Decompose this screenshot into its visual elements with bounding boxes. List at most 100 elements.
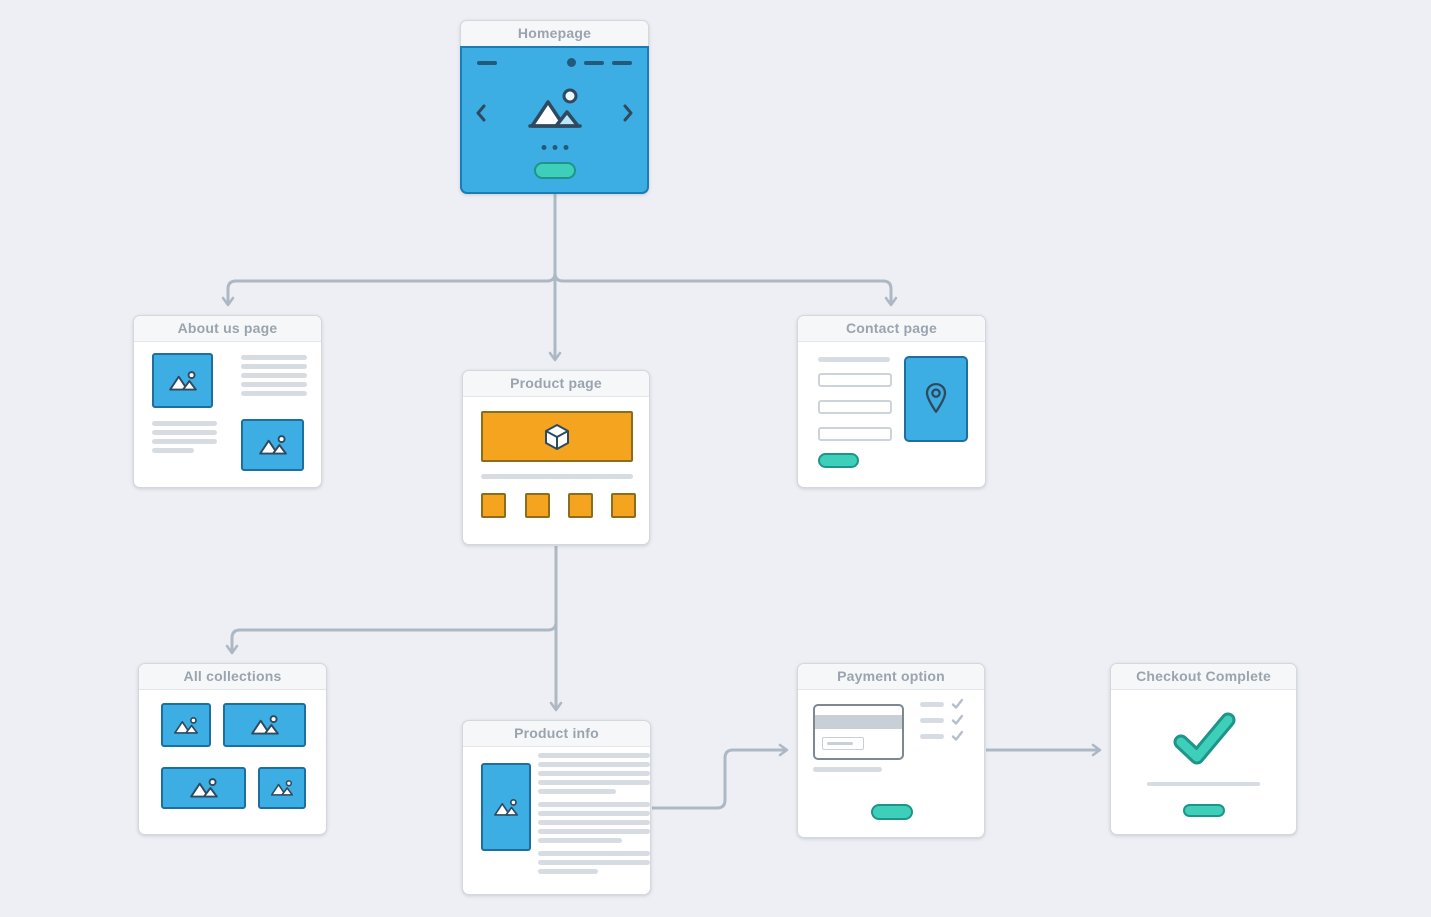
text-line	[241, 391, 307, 396]
node-title: Payment option	[798, 664, 984, 690]
text-line	[152, 430, 217, 435]
text-line	[481, 474, 633, 479]
text-line	[241, 382, 307, 387]
check-icon	[951, 698, 964, 709]
image-placeholder	[161, 767, 246, 809]
credit-card-icon	[813, 704, 904, 760]
form-field	[818, 427, 892, 441]
image-placeholder	[223, 703, 306, 747]
node-title: Checkout Complete	[1111, 664, 1296, 690]
text-line	[538, 829, 650, 834]
connector-homepage-contact	[553, 272, 898, 307]
nav-link-line	[584, 60, 604, 65]
connector-product-collections	[225, 546, 558, 655]
image-mountain-icon	[258, 435, 287, 455]
text-line	[538, 838, 622, 843]
connector-homepage-about	[221, 194, 557, 307]
cta-button	[533, 162, 576, 179]
checkout-wireframe	[1111, 690, 1296, 834]
node-title: Homepage	[461, 21, 648, 47]
product-square	[481, 493, 506, 518]
collections-wireframe	[139, 690, 326, 834]
product-square	[568, 493, 593, 518]
confirm-button	[1183, 804, 1225, 817]
product-square	[525, 493, 550, 518]
image-mountain-icon	[270, 780, 294, 796]
text-line	[152, 448, 194, 453]
text-line	[920, 701, 944, 707]
image-mountain-icon	[494, 798, 518, 816]
image-mountain-icon	[168, 370, 197, 391]
image-mountain-icon	[250, 715, 279, 735]
image-placeholder	[152, 353, 213, 408]
product-page-wireframe	[463, 397, 649, 544]
connector-productinfo-payment	[652, 743, 789, 810]
map-pin-icon	[925, 382, 947, 413]
node-product-info[interactable]: Product info	[462, 720, 651, 895]
node-title: Product page	[463, 371, 649, 397]
checklist-item	[920, 698, 964, 710]
text-line	[538, 820, 650, 825]
product-info-wireframe	[463, 747, 650, 894]
success-check-icon	[1173, 712, 1236, 765]
node-product-page[interactable]: Product page	[462, 370, 650, 545]
image-placeholder	[481, 763, 531, 851]
text-line	[152, 421, 217, 426]
node-title: All collections	[139, 664, 326, 690]
text-line	[538, 753, 650, 758]
credit-card-number-box	[822, 737, 864, 750]
image-mountain-icon	[189, 778, 218, 798]
text-line	[813, 767, 882, 772]
text-line	[920, 733, 944, 739]
text-line	[538, 860, 650, 865]
node-all-collections[interactable]: All collections	[138, 663, 327, 835]
text-line	[241, 373, 307, 378]
text-line	[920, 717, 944, 723]
credit-card-stripe	[815, 715, 902, 729]
image-placeholder	[258, 767, 306, 809]
checklist-item	[920, 714, 964, 726]
navbar-wireframe	[477, 58, 632, 67]
check-icon	[951, 714, 964, 725]
text-line	[241, 355, 307, 360]
payment-wireframe	[798, 690, 984, 837]
product-banner	[481, 411, 633, 462]
node-homepage[interactable]: Homepage	[460, 20, 649, 194]
homepage-wireframe	[460, 46, 649, 194]
node-about-us-page[interactable]: About us page	[133, 315, 322, 488]
text-line	[538, 802, 650, 807]
contact-wireframe	[798, 342, 985, 487]
text-line	[538, 851, 650, 856]
form-field	[818, 400, 892, 414]
cube-icon	[545, 423, 569, 450]
text-line	[538, 771, 650, 776]
node-title: Product info	[463, 721, 650, 747]
text-line	[538, 789, 616, 794]
map-placeholder	[904, 356, 968, 442]
text-line	[538, 762, 650, 767]
chevron-right-icon	[623, 104, 633, 122]
carousel-dots-icon	[541, 145, 568, 150]
node-title: About us page	[134, 316, 321, 342]
text-line	[538, 780, 650, 785]
node-checkout-complete[interactable]: Checkout Complete	[1110, 663, 1297, 835]
nav-dot-icon	[567, 58, 576, 67]
menu-line-icon	[477, 60, 497, 65]
text-line	[1147, 782, 1260, 786]
credit-card-number-line	[827, 742, 853, 745]
chevron-left-icon	[476, 104, 486, 122]
node-payment-option[interactable]: Payment option	[797, 663, 985, 838]
form-field	[818, 373, 892, 387]
text-line	[538, 811, 650, 816]
node-title: Contact page	[798, 316, 985, 342]
nav-link-line	[612, 60, 632, 65]
text-line	[241, 364, 307, 369]
image-placeholder	[241, 419, 304, 471]
pay-button	[871, 804, 913, 820]
node-contact-page[interactable]: Contact page	[797, 315, 986, 488]
text-line	[818, 357, 890, 362]
text-line	[538, 869, 598, 874]
about-wireframe	[134, 342, 321, 487]
